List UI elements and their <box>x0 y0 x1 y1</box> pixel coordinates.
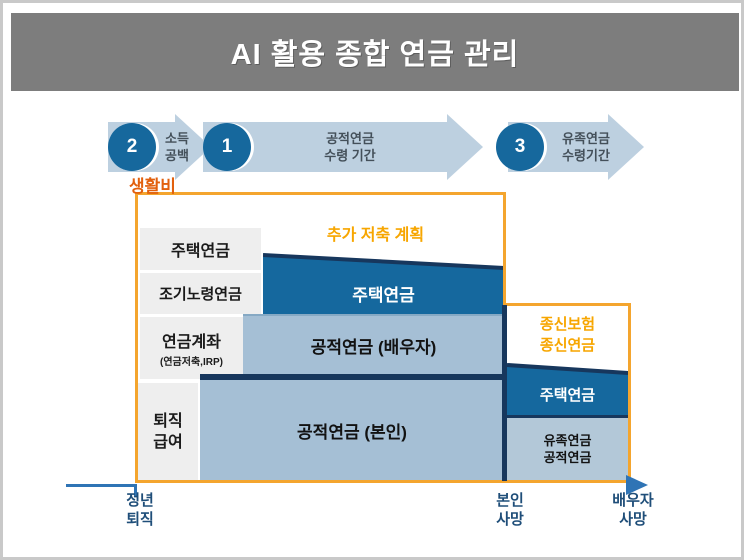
survivor-pension-period-label: 유족연금 수령기간 <box>562 131 610 163</box>
arrow-head-icon <box>447 114 483 180</box>
extra-savings-label: 추가 저축 계획 <box>326 227 425 244</box>
whole-life-insurance-label: 종신보험 종신연금 <box>539 316 596 354</box>
step-badge-3: 3 <box>496 123 544 171</box>
source-retirement-benefit: 퇴직 급여 <box>138 383 198 480</box>
plan-frame <box>135 192 506 483</box>
source-housing-pension: 주택연금 <box>140 228 261 270</box>
axis-label-spouse-death: 배우자 사망 <box>612 492 654 528</box>
public-pension-self-block: 공적연금 (본인) <box>200 374 504 480</box>
time-axis <box>66 484 137 487</box>
public-pension-period-label: 공적연금 수령 기간 <box>324 131 376 163</box>
step-badge-2: 2 <box>108 123 156 171</box>
step-badge-1: 1 <box>203 123 251 171</box>
source-early-old-age-pension: 조기노령연금 <box>140 273 261 314</box>
income-gap-label: 소득 공백 <box>165 131 189 163</box>
living-cost-label: 생활비 <box>129 177 176 196</box>
axis-label-retirement: 정년 퇴직 <box>126 492 154 528</box>
sloped-box-shape <box>263 253 504 314</box>
housing-pension-block: 주택연금 <box>263 252 504 314</box>
title-bar: AI 활용 종합 연금 관리 <box>11 13 739 91</box>
page-title: AI 활용 종합 연금 관리 <box>230 39 520 71</box>
axis-tick <box>134 484 137 496</box>
public-pension-spouse-block: 공적연금 (배우자) <box>243 314 504 374</box>
survivor-pension-block: 유족연금 공적연금 <box>507 415 628 480</box>
axis-label-self-death: 본인 사망 <box>496 492 524 528</box>
self-death-divider <box>502 305 507 481</box>
source-pension-account: 연금계좌 (연금저축,IRP) <box>140 317 243 379</box>
housing-pension-survivor-block: 주택연금 <box>507 362 628 415</box>
sloped-box-shape <box>507 363 628 415</box>
arrow-head-icon <box>608 114 644 180</box>
axis-arrow-head-icon <box>626 475 648 495</box>
